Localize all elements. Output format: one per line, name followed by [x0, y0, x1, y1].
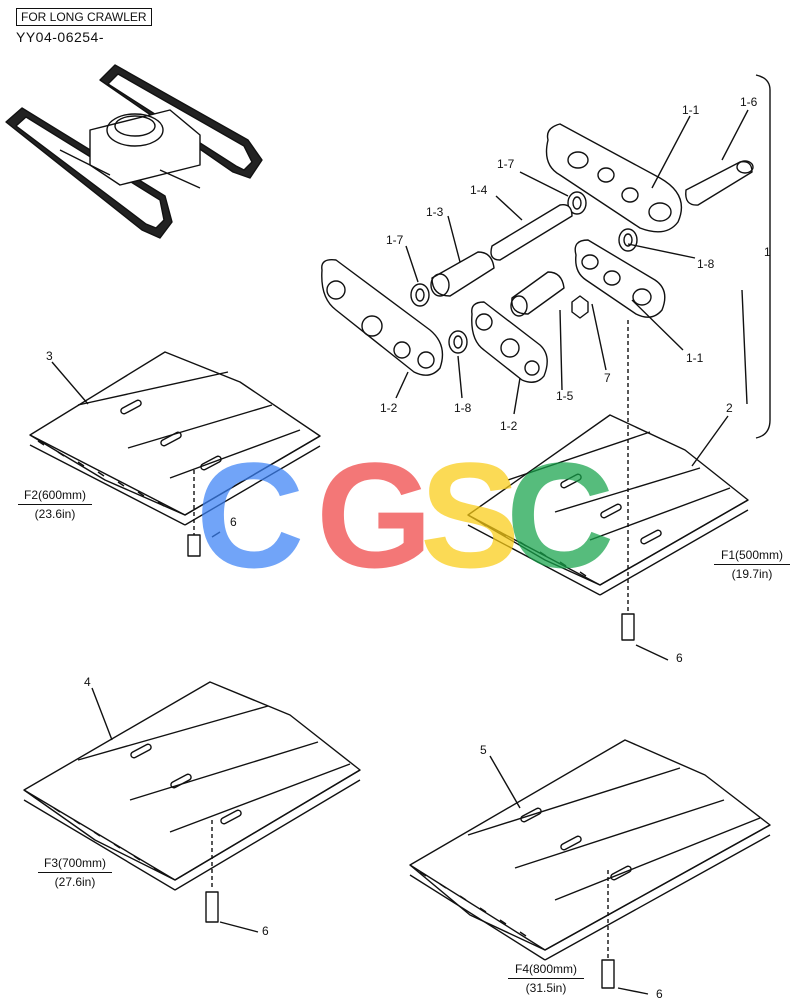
callout-1-7-upper: 1-7: [497, 157, 515, 171]
callout-4: 4: [84, 675, 91, 689]
serial-number: YY04-06254-: [16, 29, 105, 45]
shoe-size-f3: F3(700mm)(27.6in): [38, 856, 112, 889]
callout-6-shoe2: 6: [676, 651, 683, 665]
callout-3: 3: [46, 349, 53, 363]
crawler-undercarriage-image: [5, 64, 263, 239]
shoe-size-f4: F4(800mm)(31.5in): [508, 962, 584, 995]
watermark-letter-c1: C: [196, 431, 305, 599]
track-shoe-2: [467, 320, 749, 661]
callout-6-shoe4: 6: [262, 924, 269, 938]
watermark-letter-g: G: [316, 431, 433, 599]
callout-1-2-right: 1-2: [500, 419, 518, 433]
shoe-size-f1: F1(500mm)(19.7in): [714, 548, 790, 581]
shoe-size-f2: F2(600mm)(23.6in): [18, 488, 92, 521]
callout-1-4: 1-4: [470, 183, 488, 197]
callout-1-8-right: 1-8: [697, 257, 715, 271]
callout-7: 7: [604, 371, 611, 385]
track-link-1-1-lower: [574, 239, 666, 318]
bracket-label: 1: [764, 245, 771, 259]
track-link-1-2-right: [471, 301, 548, 383]
track-shoe-4: [23, 681, 361, 933]
callout-1-1-lower: 1-1: [686, 351, 704, 365]
callout-6-shoe5: 6: [656, 987, 663, 1000]
callout-2: 2: [726, 401, 733, 415]
callout-1-3: 1-3: [426, 205, 444, 219]
callout-1-1-upper: 1-1: [682, 103, 700, 117]
track-link-1-1-upper: [545, 123, 683, 233]
callout-1-7-lower: 1-7: [386, 233, 404, 247]
callout-6-shoe3: 6: [230, 515, 237, 529]
callout-5: 5: [480, 743, 487, 757]
master-pin-1-6: [685, 160, 754, 206]
assembly-bracket: [755, 74, 771, 439]
track-shoe-5: [409, 739, 771, 995]
watermark-letter-c2: C: [506, 431, 615, 599]
track-shoe-3: [29, 351, 321, 557]
track-link-1-2-left: [321, 259, 444, 376]
callout-1-6: 1-6: [740, 95, 758, 109]
applicability-label: FOR LONG CRAWLER: [16, 8, 152, 26]
watermark-letter-s: S: [420, 431, 521, 599]
callout-1-8-lower: 1-8: [454, 401, 472, 415]
callout-1-5: 1-5: [556, 389, 574, 403]
callout-1-2-left: 1-2: [380, 401, 398, 415]
